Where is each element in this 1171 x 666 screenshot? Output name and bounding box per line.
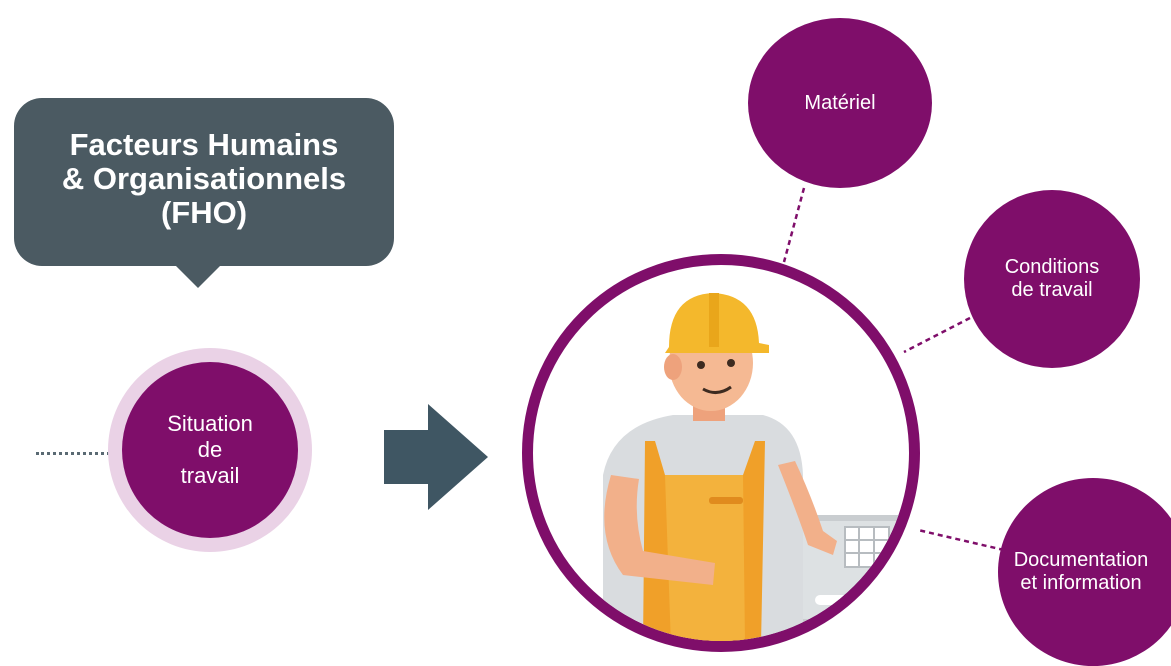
fho-speech-bubble: Facteurs Humains & Organisationnels (FHO… — [14, 98, 394, 266]
right-arrow-icon — [384, 404, 488, 510]
situation-line-3: travail — [180, 463, 240, 488]
situation-circle: Situation de travail — [122, 362, 298, 538]
connector-documentation — [917, 528, 1005, 552]
node-documentation-et-information: Documentation et information — [998, 478, 1171, 666]
node-materiel-label: Matériel — [804, 91, 876, 114]
situation-line-1: Situation — [167, 411, 253, 436]
node-documentation-line-1: Documentation — [1013, 549, 1149, 571]
connector-materiel — [782, 187, 806, 263]
node-materiel: Matériel — [748, 18, 932, 188]
node-documentation-line-2: et information — [1020, 572, 1142, 594]
worker-circle — [522, 254, 920, 652]
situation-line-2: de — [197, 437, 223, 462]
node-conditions-line-1: Conditions — [1004, 256, 1100, 278]
node-conditions-line-2: de travail — [1011, 279, 1093, 301]
worker-illustration — [603, 293, 903, 641]
bubble-line-2: & Organisationnels — [61, 161, 347, 196]
connector-conditions — [903, 316, 971, 354]
dotted-connector-left — [36, 452, 128, 455]
bubble-tail — [172, 262, 224, 288]
node-conditions-de-travail: Conditions de travail — [964, 190, 1140, 368]
bubble-line-1: Facteurs Humains — [69, 127, 339, 162]
bubble-line-3: (FHO) — [160, 195, 248, 230]
